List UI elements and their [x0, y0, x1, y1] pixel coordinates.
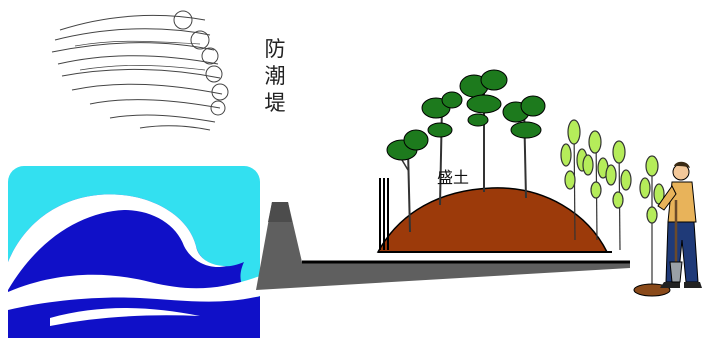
- sapling-icon: [639, 155, 665, 290]
- fence-posts: [379, 178, 389, 250]
- seawall-label-char: 潮: [264, 64, 286, 88]
- tree-icon: [502, 95, 546, 199]
- seawall-label: 防 潮 堤: [262, 36, 288, 117]
- embankment-label: 盛土: [437, 168, 470, 187]
- tsunami-wave-icon: [8, 166, 260, 338]
- embankment-mound: [376, 187, 612, 253]
- tree-icon: [386, 129, 429, 233]
- gardener-icon: [633, 161, 702, 297]
- seawall-label-char: 防: [264, 37, 286, 61]
- wind-sketch-icon: [51, 10, 229, 131]
- sapling-icon: [605, 140, 632, 251]
- tree-icon: [459, 69, 508, 192]
- seawall-structure: [256, 202, 630, 290]
- tree-icon: [421, 91, 463, 206]
- seawall-label-char: 堤: [264, 91, 286, 115]
